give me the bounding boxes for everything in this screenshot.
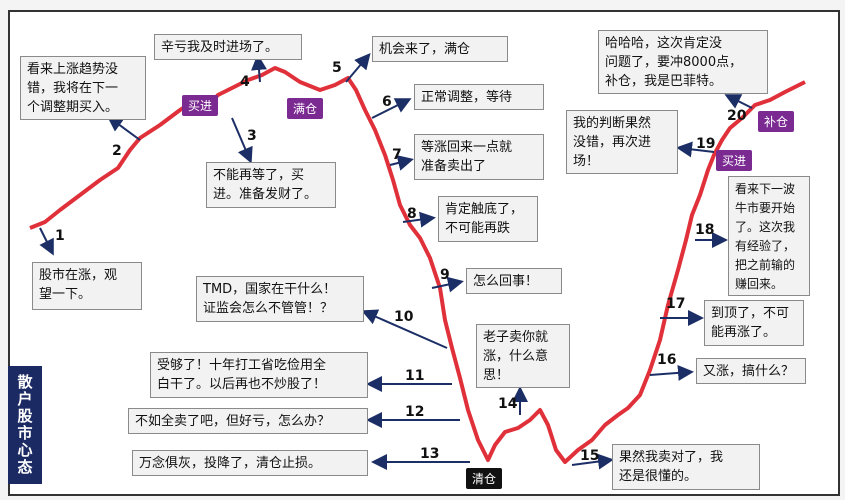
tag-full-position: 满仓 [287,98,324,119]
callout-stage-2: 看来上涨趋势没 错，我将在下一 个调整期买入。 [20,56,146,120]
stage-number-14: 14 [498,396,518,412]
stage-number-2: 2 [112,143,122,159]
stage-number-7: 7 [392,147,402,163]
stage-number-6: 6 [382,94,392,110]
stage-number-11: 11 [405,368,425,384]
stage-number-4: 4 [240,74,250,90]
callout-stage-7: 等涨回来一点就 准备卖出了 [414,134,544,180]
callout-stage-1: 股市在涨，观 望一下。 [32,262,142,310]
stage-number-10: 10 [394,309,414,325]
callout-stage-11: 受够了！十年打工省吃俭用全 白干了。以后再也不炒股了！ [150,352,368,398]
callout-stage-6: 正常调整，等待 [414,84,544,110]
stage-number-12: 12 [405,404,425,420]
stage-number-15: 15 [580,448,600,464]
stage-number-8: 8 [407,206,417,222]
callout-stage-19: 我的判断果然 没错，再次进 场！ [566,110,678,174]
callout-stage-9: 怎么回事！ [466,268,562,294]
stage-number-13: 13 [420,446,440,462]
callout-stage-3: 不能再等了，买 进。准备发财了。 [206,162,336,208]
callout-stage-15: 果然我卖对了，我 还是很懂的。 [612,444,760,490]
callout-stage-18: 看来下一波 牛市要开始 了。这次我 有经验了， 把之前输的 赚回来。 [728,176,810,296]
stage-number-16: 16 [657,352,677,368]
stage-number-1: 1 [55,228,65,244]
stage-number-18: 18 [695,222,715,238]
tag-buy-in-second: 买进 [716,150,753,171]
callout-stage-4: 辛亏我及时进场了。 [154,34,302,60]
callout-stage-13: 万念俱灰，投降了，清仓止损。 [132,450,368,476]
tag-add-position: 补仓 [758,111,795,132]
tag-clear-position: 清仓 [466,468,503,489]
callout-stage-12: 不如全卖了吧，但好亏，怎么办？ [128,408,368,434]
side-title-retail-investor-mindset: 散户股市心态 [8,366,42,484]
stage-number-9: 9 [440,267,450,283]
stage-number-19: 19 [696,136,716,152]
stage-number-3: 3 [247,128,257,144]
stage-number-17: 17 [666,296,686,312]
callout-stage-17: 到顶了，不可 能再涨了。 [704,300,804,346]
callout-stage-10: TMD，国家在干什么！ 证监会怎么不管管！？ [196,276,364,322]
stage-number-20: 20 [727,108,747,124]
callout-stage-20: 哈哈哈，这次肯定没 问题了，要冲8000点， 补仓，我是巴菲特。 [598,30,768,94]
callout-stage-14: 老子卖你就 涨，什么意 思！ [476,324,570,388]
callout-stage-16: 又涨，搞什么？ [696,358,806,384]
tag-buy-in: 买进 [182,95,219,116]
stage-number-5: 5 [332,60,342,76]
callout-arrows [39,52,753,470]
callout-stage-5: 机会来了，满仓 [372,36,508,62]
stock-price-line [29,66,806,464]
callout-stage-8: 肯定触底了， 不可能再跌 [438,196,538,242]
